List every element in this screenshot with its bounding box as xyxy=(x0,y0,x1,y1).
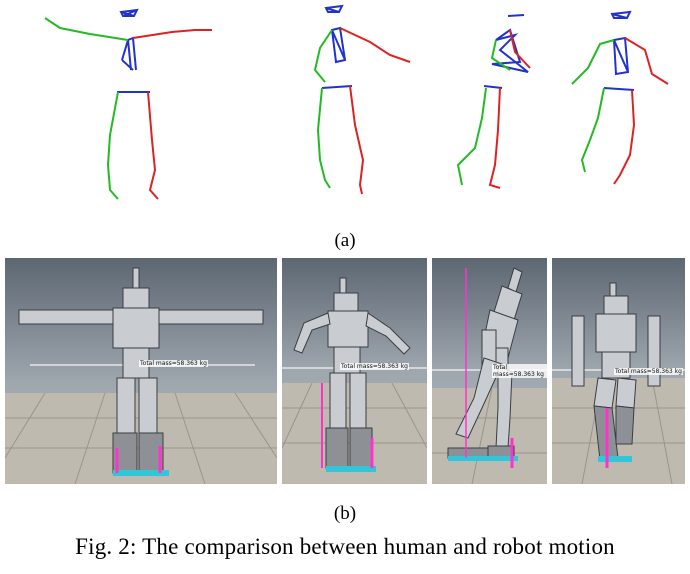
robot-panel-4: Total mass=58.363 kg xyxy=(552,258,685,484)
subfigure-label-b: (b) xyxy=(333,503,357,524)
skeleton-2-walking xyxy=(313,4,411,195)
figure-caption: Fig. 2: The comparison between human and… xyxy=(75,534,615,559)
robot-panel-2: Total mass=58.363 kg xyxy=(282,258,427,484)
subfigure-label-a: (a) xyxy=(334,230,356,251)
robot-panel-3-render xyxy=(432,258,547,484)
robot-panel-4-render xyxy=(552,258,685,484)
mass-readout-2: Total mass=58.363 kg xyxy=(340,363,409,370)
robot-panel-1-render xyxy=(5,258,277,484)
robot-panel-2-render xyxy=(282,258,427,484)
robot-panel-3: Total mass=58.363 kg xyxy=(432,258,547,484)
human-skeleton-figures: .g{stroke:#22bb22;stroke-width:2;fill:no… xyxy=(44,4,669,200)
skeleton-4-leg-lift xyxy=(571,10,669,185)
skeleton-1-t-pose xyxy=(44,8,212,200)
mass-readout-4: Total mass=58.363 kg xyxy=(614,368,683,375)
skeleton-3-stepping xyxy=(456,14,531,189)
robot-panel-1: Total mass=58.363 kg xyxy=(5,258,277,484)
mass-readout-1: Total mass=58.363 kg xyxy=(139,360,208,367)
mass-readout-3: Total mass=58.363 kg xyxy=(492,364,547,378)
